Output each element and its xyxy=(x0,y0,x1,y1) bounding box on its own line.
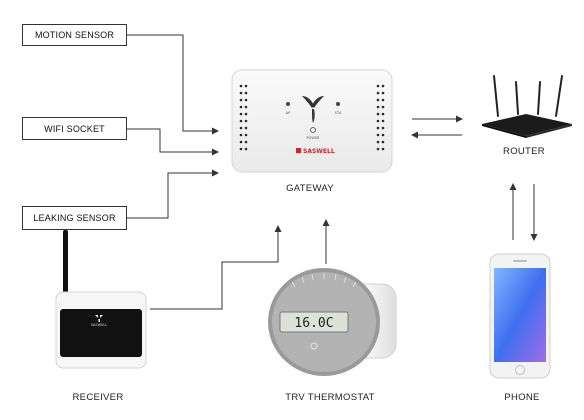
trv-button-icon xyxy=(310,342,318,350)
link-wifi-socket-gateway xyxy=(127,128,219,156)
gateway-brand-label: SASWELL xyxy=(303,148,335,155)
receiver-device: SASWELL xyxy=(55,230,147,369)
receiver-logo-icon xyxy=(95,315,103,322)
link-receiver-gateway xyxy=(150,225,282,310)
link-leaking-sensor-gateway xyxy=(127,169,219,219)
gateway-brand-mark-icon xyxy=(296,148,301,153)
router-caption: ROUTER xyxy=(503,146,545,157)
gateway-caption: GATEWAY xyxy=(286,183,334,194)
phone-home-button-icon xyxy=(515,365,525,375)
gateway-sta-icon xyxy=(336,102,340,106)
wifi-socket-label: WIFI SOCKET xyxy=(44,123,105,134)
gateway-logo-icon xyxy=(302,96,324,123)
receiver-antenna xyxy=(63,230,68,296)
receiver-caption: RECEIVER xyxy=(72,392,124,403)
leaking-sensor-label: LEAKING SENSOR xyxy=(33,213,116,223)
motion-sensor-box: MOTION SENSOR xyxy=(22,24,127,46)
trv-display-value: 16.0C xyxy=(294,316,333,331)
gateway-power-label: POWER xyxy=(307,136,321,140)
link-motion-sensor-gateway xyxy=(127,34,219,135)
gateway-ap-icon xyxy=(286,102,290,106)
gateway-vent-left xyxy=(239,84,248,151)
gateway-device: AP STA POWER SASWELL xyxy=(231,69,393,173)
trv-thermostat-caption: TRV THERMOSTAT xyxy=(285,392,375,403)
trv-dial-ticks xyxy=(291,273,357,288)
receiver-brand-label: SASWELL xyxy=(91,323,108,327)
trv-thermostat-device: 16.0C xyxy=(268,268,397,376)
gateway-ap-label: AP xyxy=(286,111,291,115)
leaking-sensor-box: LEAKING SENSOR xyxy=(22,206,127,230)
wifi-socket-box: WIFI SOCKET xyxy=(22,117,127,140)
gateway-sta-label: STA xyxy=(335,111,342,115)
motion-sensor-label: MOTION SENSOR xyxy=(34,30,115,40)
gateway-vent-right xyxy=(376,84,385,151)
gateway-power-icon xyxy=(310,127,316,133)
router-device xyxy=(482,75,572,138)
phone-caption: PHONE xyxy=(504,392,540,403)
phone-device xyxy=(489,253,551,379)
trv-display xyxy=(279,311,349,333)
